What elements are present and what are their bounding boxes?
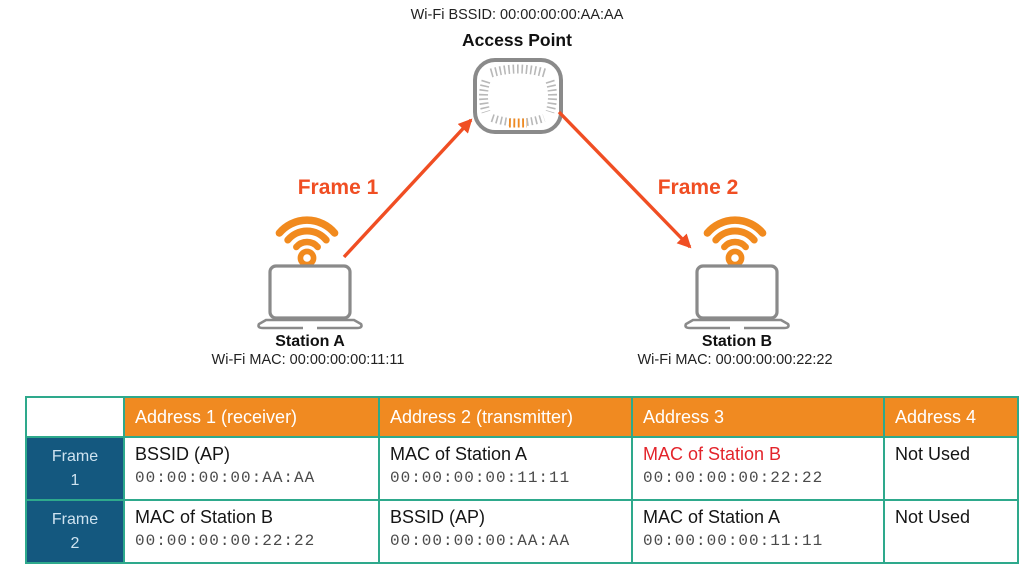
ap-bssid-label: Wi-Fi BSSID: 00:00:00:00:AA:AA (410, 7, 624, 23)
table-row-frame1: Frame 1 BSSID (AP) 00:00:00:00:AA:AA MAC… (25, 436, 1019, 501)
wifi-signal-icon-a (275, 216, 339, 268)
frame1-address3-cell: MAC of Station B 00:00:00:00:22:22 (631, 436, 885, 501)
frame2-label: Frame 2 (657, 176, 739, 199)
header-address1: Address 1 (receiver) (123, 396, 380, 438)
access-point-icon (473, 58, 563, 134)
station-a-name: Station A (275, 333, 345, 350)
header-corner-cell (25, 396, 125, 438)
frame2-address4-cell: Not Used (883, 499, 1019, 564)
laptop-icon-a (257, 264, 363, 330)
frame2-row-header: Frame 2 (25, 499, 125, 564)
station-a-mac-label: Wi-Fi MAC: 00:00:00:00:11:11 (211, 352, 405, 368)
frame1-label: Frame 1 (297, 176, 379, 199)
frame1-address2-cell: MAC of Station A 00:00:00:00:11:11 (378, 436, 633, 501)
frame1-row-header: Frame 1 (25, 436, 125, 501)
station-b-mac-label: Wi-Fi MAC: 00:00:00:00:22:22 (637, 352, 833, 368)
frame2-address3-cell: MAC of Station A 00:00:00:00:11:11 (631, 499, 885, 564)
frame2-address2-cell: BSSID (AP) 00:00:00:00:AA:AA (378, 499, 633, 564)
access-point-title: Access Point (462, 30, 572, 50)
header-address4: Address 4 (883, 396, 1019, 438)
table-row-frame2: Frame 2 MAC of Station B 00:00:00:00:22:… (25, 499, 1019, 564)
header-address2: Address 2 (transmitter) (378, 396, 633, 438)
frame1-address1-cell: BSSID (AP) 00:00:00:00:AA:AA (123, 436, 380, 501)
table-header-row: Address 1 (receiver) Address 2 (transmit… (25, 396, 1019, 438)
frame1-address4-cell: Not Used (883, 436, 1019, 501)
laptop-icon-b (684, 264, 790, 330)
frame2-address1-cell: MAC of Station B 00:00:00:00:22:22 (123, 499, 380, 564)
wifi-signal-icon-b (703, 216, 767, 268)
station-b-name: Station B (701, 333, 773, 350)
frame-address-table: Address 1 (receiver) Address 2 (transmit… (25, 396, 1019, 564)
header-address3: Address 3 (631, 396, 885, 438)
